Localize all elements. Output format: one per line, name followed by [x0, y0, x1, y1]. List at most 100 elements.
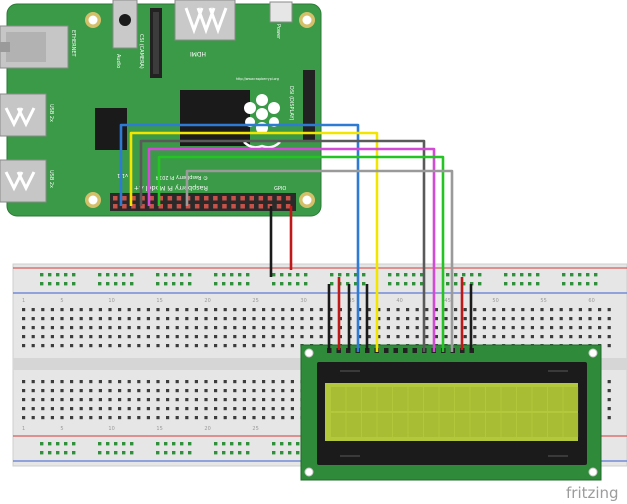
- rail-hole: [214, 442, 218, 446]
- terminal-hole: [502, 335, 506, 339]
- lcd-character-cell: [331, 413, 346, 437]
- terminal-hole: [108, 407, 112, 411]
- terminal-hole: [214, 416, 218, 420]
- ethernet-label: ETHERNET: [70, 30, 76, 58]
- terminal-hole: [310, 335, 314, 339]
- terminal-hole: [22, 326, 26, 330]
- lcd-character-cell: [548, 413, 563, 437]
- terminal-hole: [137, 380, 141, 384]
- lcd-mount-hole-tl: [304, 348, 314, 358]
- terminal-hole: [329, 317, 333, 321]
- terminal-hole: [233, 308, 237, 312]
- rail-hole: [130, 282, 134, 286]
- rail-hole: [246, 451, 250, 455]
- rail-hole: [214, 273, 218, 277]
- terminal-hole: [166, 308, 170, 312]
- rail-hole: [48, 451, 52, 455]
- rail-hole: [562, 282, 566, 286]
- lcd-character-cell: [377, 413, 393, 437]
- gpio-pin: [176, 204, 182, 209]
- gpio-pin: [122, 204, 127, 209]
- terminal-hole: [377, 317, 381, 321]
- column-number-top: 30: [300, 298, 306, 304]
- terminal-hole: [588, 335, 592, 339]
- lcd-pin: [327, 348, 332, 353]
- terminal-hole: [50, 380, 54, 384]
- terminal-hole: [530, 317, 534, 321]
- terminal-hole: [118, 344, 122, 348]
- rail-hole: [520, 282, 524, 286]
- terminal-hole: [146, 380, 150, 384]
- terminal-hole: [175, 344, 179, 348]
- terminal-hole: [271, 380, 275, 384]
- power-label: Power: [275, 24, 281, 40]
- usb-port-1-icon: [4, 107, 36, 128]
- rail-hole: [280, 273, 284, 277]
- audio-label: Audio: [115, 54, 121, 68]
- terminal-hole: [338, 335, 342, 339]
- terminal-hole: [204, 398, 208, 402]
- lcd-mount-hole-tr: [588, 348, 598, 358]
- terminal-hole: [223, 317, 227, 321]
- terminal-hole: [281, 308, 285, 312]
- rail-hole: [222, 273, 226, 277]
- terminal-hole: [194, 398, 198, 402]
- wire-magenta: [147, 147, 436, 352]
- terminal-hole: [386, 326, 390, 330]
- rail-hole: [594, 273, 598, 277]
- terminal-hole: [194, 317, 198, 321]
- terminal-hole: [166, 380, 170, 384]
- terminal-hole: [434, 335, 438, 339]
- terminal-hole: [252, 389, 256, 393]
- rail-hole: [122, 273, 126, 277]
- terminal-hole: [214, 308, 218, 312]
- gpio-pin: [231, 204, 236, 209]
- mount-hole-bl-inner: [88, 195, 98, 205]
- terminal-hole: [290, 308, 294, 312]
- rail-hole: [338, 273, 342, 277]
- terminal-hole: [50, 344, 54, 348]
- terminal-hole: [463, 335, 467, 339]
- lcd-pin: [469, 348, 474, 353]
- rail-hole: [478, 282, 482, 286]
- rail-hole: [272, 282, 276, 286]
- terminal-hole: [607, 335, 611, 339]
- gpio-pin: [167, 204, 173, 209]
- terminal-hole: [146, 416, 150, 420]
- terminal-hole: [70, 380, 74, 384]
- terminal-hole: [252, 344, 256, 348]
- rail-hole: [246, 273, 250, 277]
- raspberry-pi-board: ETHERNET USB 2x USB 2x Audio CSI (CAMERA…: [0, 0, 322, 217]
- terminal-hole: [578, 317, 582, 321]
- column-number-bottom: 20: [204, 426, 210, 432]
- terminal-hole: [281, 326, 285, 330]
- terminal-hole: [271, 326, 275, 330]
- terminal-hole: [262, 326, 266, 330]
- rail-hole: [362, 273, 366, 277]
- rail-hole: [230, 442, 234, 446]
- terminal-hole: [262, 398, 266, 402]
- lcd-character-cell: [331, 387, 346, 411]
- terminal-hole: [146, 326, 150, 330]
- terminal-hole: [310, 308, 314, 312]
- terminal-hole: [492, 335, 496, 339]
- terminal-hole: [559, 326, 563, 330]
- terminal-hole: [271, 335, 275, 339]
- rail-hole: [296, 451, 300, 455]
- terminal-hole: [271, 416, 275, 420]
- terminal-hole: [146, 407, 150, 411]
- column-number-top: 10: [108, 298, 114, 304]
- board-copyright-label: © Raspberry Pi 2014: [156, 174, 208, 181]
- rail-hole: [222, 282, 226, 286]
- gpio-pin: [249, 204, 254, 209]
- column-number-top: 50: [492, 298, 498, 304]
- rail-hole: [288, 273, 292, 277]
- rail-hole: [172, 282, 176, 286]
- terminal-hole: [473, 326, 477, 330]
- rail-hole: [40, 273, 44, 277]
- terminal-hole: [41, 407, 45, 411]
- terminal-hole: [41, 398, 45, 402]
- terminal-hole: [607, 317, 611, 321]
- column-number-top: 20: [204, 298, 210, 304]
- csi-label: CSI (CAMERA): [138, 34, 144, 69]
